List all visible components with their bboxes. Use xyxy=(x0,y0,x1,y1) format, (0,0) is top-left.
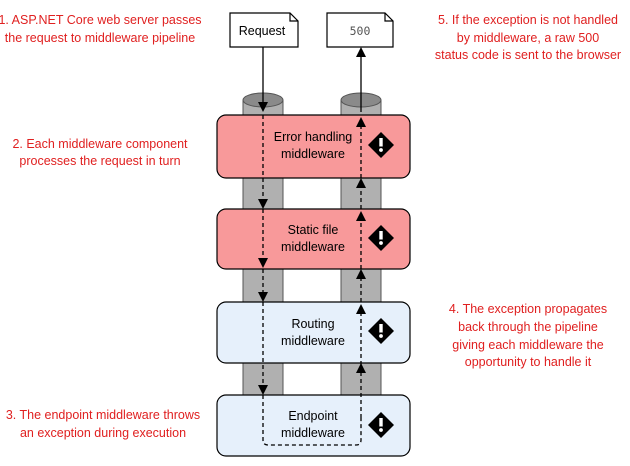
warning-diamond-icon xyxy=(368,318,394,344)
middleware-label-line1: Static file xyxy=(288,223,339,237)
request-label: Request xyxy=(239,24,286,38)
note-2-line: processes the request in turn xyxy=(19,154,180,168)
note-4: 4. The exception propagates back through… xyxy=(449,302,607,369)
note-3: 3. The endpoint middleware throws an exc… xyxy=(6,408,200,440)
note-5: 5. If the exception is not handled by mi… xyxy=(435,13,621,62)
middleware-label-line2: middleware xyxy=(281,334,345,348)
note-5-line: 5. If the exception is not handled xyxy=(438,13,618,27)
note-4-line: giving each middleware the xyxy=(452,338,604,352)
exception-turnaround-path xyxy=(262,395,362,446)
warning-diamond-icon xyxy=(368,412,394,438)
note-1-line: 1. ASP.NET Core web server passes xyxy=(0,13,202,27)
response-status-label: 500 xyxy=(350,24,371,38)
note-2-line: 2. Each middleware component xyxy=(12,137,188,151)
middleware-label-line2: middleware xyxy=(281,147,345,161)
note-1: 1. ASP.NET Core web server passes the re… xyxy=(0,13,202,45)
note-4-line: 4. The exception propagates xyxy=(449,302,607,316)
warning-diamond-icon xyxy=(368,225,394,251)
error-handling-middleware: Error handling middleware xyxy=(216,114,411,179)
middleware-label-line2: middleware xyxy=(281,240,345,254)
note-1-line: the request to middleware pipeline xyxy=(5,31,195,45)
note-5-line: status code is sent to the browser xyxy=(435,48,621,62)
middleware-label-line1: Routing xyxy=(291,317,334,331)
note-3-line: an exception during execution xyxy=(20,426,186,440)
routing-middleware: Routing middleware xyxy=(216,301,411,364)
middleware-label-line1: Error handling xyxy=(274,130,353,144)
note-4-line: back through the pipeline xyxy=(458,320,598,334)
response-document: 500 xyxy=(326,12,394,48)
middleware-label-line1: Endpoint xyxy=(288,409,338,423)
warning-diamond-icon xyxy=(368,132,394,158)
note-5-line: by middleware, a raw 500 xyxy=(457,31,599,45)
note-3-line: 3. The endpoint middleware throws xyxy=(6,408,200,422)
endpoint-middleware: Endpoint middleware xyxy=(216,394,411,457)
note-2: 2. Each middleware component processes t… xyxy=(12,137,188,168)
static-file-middleware: Static file middleware xyxy=(216,208,411,270)
request-document: Request xyxy=(229,12,299,48)
note-4-line: opportunity to handle it xyxy=(465,355,592,369)
middleware-label-line2: middleware xyxy=(281,426,345,440)
